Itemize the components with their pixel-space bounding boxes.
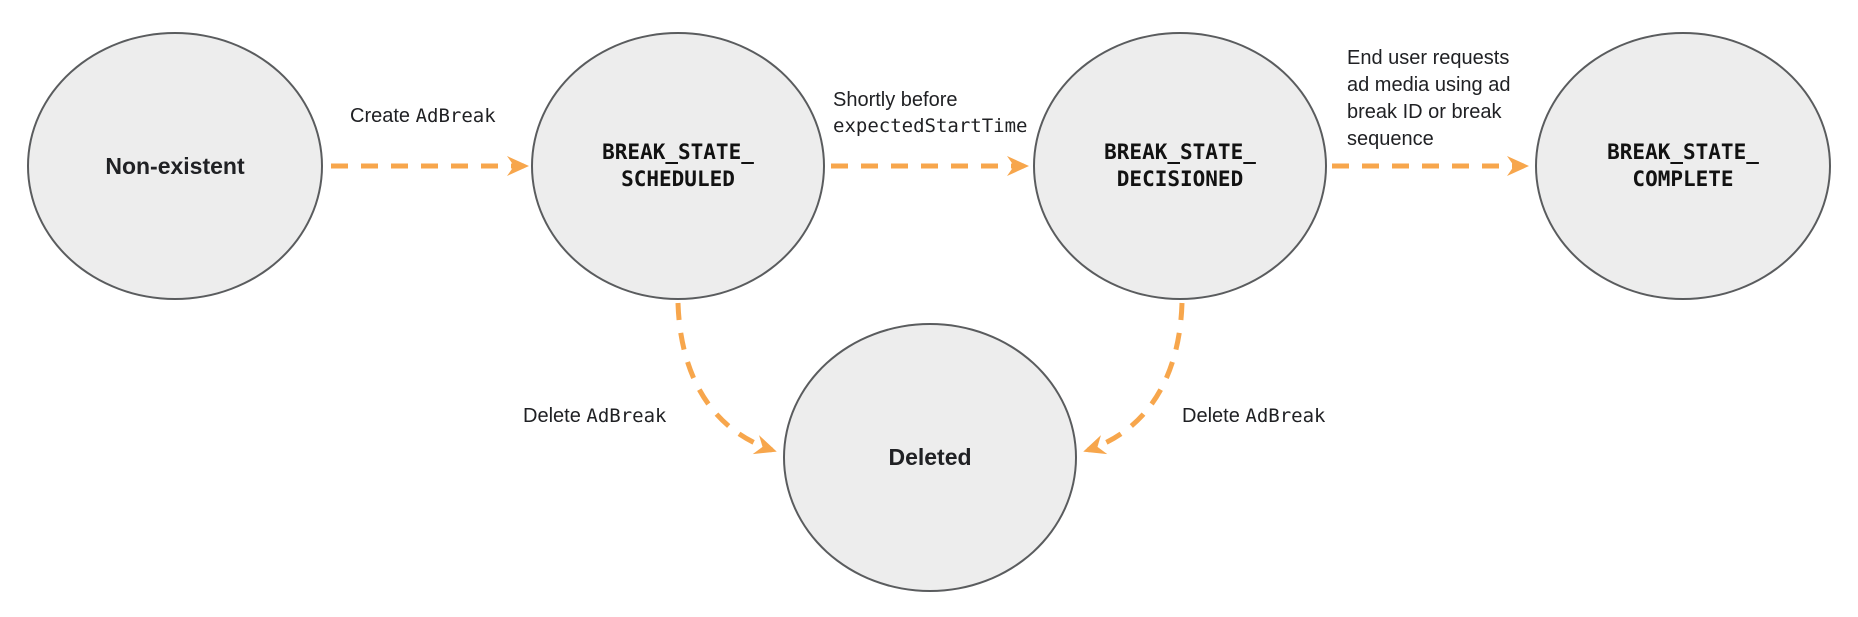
state-label: Non-existent bbox=[105, 152, 245, 179]
state-label: Deleted bbox=[888, 444, 972, 470]
state-label-line: BREAK_STATE_ bbox=[1104, 140, 1256, 164]
transition-label-end-user-requests: End user requests ad media using ad brea… bbox=[1347, 45, 1510, 153]
label-text: Shortly before bbox=[833, 89, 958, 111]
label-code-text: expectedStartTime bbox=[833, 115, 1028, 137]
state-label-line: DECISIONED bbox=[1116, 167, 1244, 191]
state-label-line: BREAK_STATE_ bbox=[602, 140, 754, 164]
state-node-break-state-complete: BREAK_STATE_ COMPLETE bbox=[1535, 32, 1831, 300]
label-text-line: break ID or break bbox=[1347, 101, 1502, 123]
transition-label-delete-adbreak-left: Delete AdBreak bbox=[523, 403, 666, 429]
state-node-break-state-decisioned: BREAK_STATE_ DECISIONED bbox=[1033, 32, 1327, 300]
label-text-line: ad media using ad bbox=[1347, 74, 1511, 96]
label-text: Create bbox=[350, 105, 416, 127]
label-text-line: End user requests bbox=[1347, 47, 1510, 69]
transition-label-delete-adbreak-right: Delete AdBreak bbox=[1182, 403, 1325, 429]
transition-label-shortly-before: Shortly before expectedStartTime bbox=[833, 87, 1027, 139]
label-text-line: sequence bbox=[1347, 128, 1434, 150]
label-text: Delete bbox=[523, 405, 587, 427]
label-text: Delete bbox=[1182, 405, 1246, 427]
state-node-break-state-scheduled: BREAK_STATE_ SCHEDULED bbox=[531, 32, 825, 300]
transition-label-create-adbreak: Create AdBreak bbox=[350, 103, 496, 129]
label-code-text: AdBreak bbox=[586, 405, 667, 427]
arrow-delete-from-scheduled bbox=[675, 302, 777, 455]
state-node-non-existent: Non-existent bbox=[27, 32, 323, 300]
arrow-delete-from-decisioned bbox=[1083, 302, 1185, 455]
state-label-line: COMPLETE bbox=[1632, 167, 1734, 191]
state-node-deleted: Deleted bbox=[783, 323, 1077, 592]
label-code-text: AdBreak bbox=[1245, 405, 1326, 427]
state-label-line: BREAK_STATE_ bbox=[1607, 140, 1759, 164]
state-label-line: SCHEDULED bbox=[621, 167, 735, 191]
label-code-text: AdBreak bbox=[415, 105, 496, 127]
